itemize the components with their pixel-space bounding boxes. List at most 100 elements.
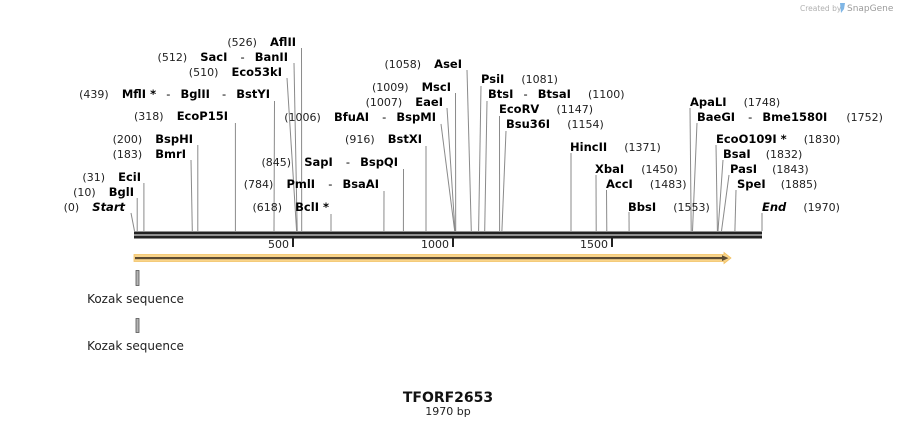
site-position: (1553): [673, 201, 710, 214]
snapgene-watermark: Created by SnapGene: [800, 3, 894, 14]
site-saci-banii[interactable]: (512) SacI - BanII: [158, 46, 288, 65]
site-name: BspMI: [396, 110, 436, 124]
site-ecii[interactable]: (31) EciI: [82, 166, 141, 185]
site-name: SapI: [304, 155, 333, 169]
site-pasi[interactable]: PasI (1843): [730, 158, 809, 177]
site-bsu36i[interactable]: Bsu36I (1154): [506, 113, 604, 132]
site-position: (618): [252, 201, 282, 214]
site-name: ApaLI: [690, 95, 727, 109]
backbone-bottom-strand: [134, 235, 762, 239]
site-end[interactable]: End (1970): [762, 196, 840, 215]
site-position: (1006): [284, 111, 321, 124]
site-name: Start: [92, 200, 125, 214]
ruler: 500 1000 1500: [268, 238, 613, 251]
site-position: (1058): [385, 58, 422, 71]
site-baegi-bme1580i[interactable]: BaeGI - Bme1580I (1752): [697, 106, 883, 125]
site-name: EaeI: [415, 95, 443, 109]
site-apali[interactable]: ApaLI (1748): [690, 91, 780, 110]
site-eco53ki[interactable]: (510) Eco53kI: [189, 61, 282, 80]
site-position: (1147): [556, 103, 593, 116]
site-position: (1830): [804, 133, 841, 146]
site-bcli[interactable]: (618) BclI *: [252, 196, 329, 215]
watermark-brand: SnapGene: [847, 4, 894, 14]
site-msci[interactable]: (1009) MscI: [372, 76, 451, 95]
site-asei[interactable]: (1058) AseI: [385, 53, 463, 72]
site-aflii[interactable]: (526) AflII: [227, 31, 296, 50]
connector-pasi: [721, 174, 730, 232]
site-position: (200): [113, 133, 143, 146]
site-position: (183): [113, 148, 143, 161]
site-name: SpeI: [737, 177, 766, 191]
site-position: (1970): [803, 201, 840, 214]
site-mfli-bglii-bstyi[interactable]: (439) MflI * - BglII - BstYI: [79, 83, 270, 102]
site-position: (1371): [624, 141, 661, 154]
site-xbai[interactable]: XbaI (1450): [595, 158, 678, 177]
site-start[interactable]: (0) Start: [64, 196, 126, 215]
site-name: BstYI: [236, 87, 270, 101]
site-name: BtsaI: [538, 87, 571, 101]
site-name: BmrI: [155, 147, 186, 161]
site-position: (1885): [781, 178, 818, 191]
site-position: (784): [244, 178, 274, 191]
feature-kozak-1[interactable]: Kozak sequence: [87, 270, 184, 307]
connector-eco53ki: [286, 77, 298, 232]
orf-arrow[interactable]: [133, 251, 732, 265]
site-bbsi[interactable]: BbsI (1553): [628, 196, 710, 215]
watermark-prefix: Created by: [800, 4, 842, 13]
site-name: PsiI: [481, 72, 504, 86]
site-name: BbsI: [628, 200, 656, 214]
site-name: Eco53kI: [231, 65, 282, 79]
sequence-title: TFORF2653: [403, 390, 493, 406]
orf-arrow-center-line: [135, 257, 725, 260]
site-btsi-btsai[interactable]: BtsI - BtsaI (1100): [488, 83, 625, 102]
sequence-length: 1970 bp: [425, 405, 470, 418]
connector-btsi: [484, 100, 488, 232]
site-separator: -: [328, 177, 332, 191]
site-name: BfuAI: [334, 110, 369, 124]
connector-bfuai: [440, 123, 456, 232]
site-position: (1483): [650, 178, 687, 191]
site-bmri[interactable]: (183) BmrI: [113, 143, 186, 162]
site-name: EcoO109I *: [716, 132, 787, 146]
site-position: (1748): [744, 96, 781, 109]
feature-kozak-2[interactable]: Kozak sequence: [87, 318, 184, 354]
site-name: BsaI: [723, 147, 751, 161]
site-position: (1154): [567, 118, 604, 131]
site-pmli-bsaai[interactable]: (784) PmlI - BsaAI: [244, 173, 379, 192]
site-acci[interactable]: AccI (1483): [606, 173, 687, 192]
site-separator: -: [748, 110, 752, 124]
site-position: (845): [262, 156, 292, 169]
site-ecorv[interactable]: EcoRV (1147): [499, 98, 593, 117]
site-bgli[interactable]: (10) BglI: [73, 181, 134, 200]
site-hincii[interactable]: HincII (1371): [570, 136, 661, 155]
site-name: BsaAI: [342, 177, 379, 191]
site-position: (1752): [846, 111, 883, 124]
tick-mark: [452, 238, 454, 247]
site-bsai[interactable]: BsaI (1832): [723, 143, 802, 162]
feature-label: Kozak sequence: [87, 339, 184, 353]
site-name: PmlI: [286, 177, 315, 191]
connector-baegi: [692, 122, 698, 232]
site-bsphi[interactable]: (200) BspHI: [113, 128, 193, 147]
site-separator: -: [240, 50, 244, 64]
site-bfuai-bspmi[interactable]: (1006) BfuAI - BspMI: [284, 106, 436, 125]
site-eaei[interactable]: (1007) EaeI: [366, 91, 443, 110]
site-name: HincII: [570, 140, 607, 154]
site-spei[interactable]: SpeI (1885): [737, 173, 817, 192]
site-psii[interactable]: PsiI (1081): [481, 68, 558, 87]
connector-asei: [466, 69, 472, 232]
feature-label: Kozak sequence: [87, 292, 184, 306]
site-name: MscI: [422, 80, 451, 94]
site-bstxi[interactable]: (916) BstXI: [345, 128, 422, 147]
connector-start: [130, 212, 135, 232]
site-separator: -: [382, 110, 386, 124]
site-ecop15i[interactable]: (318) EcoP15I: [134, 105, 228, 124]
feature-marker: [135, 270, 140, 286]
site-name: BglII: [180, 87, 210, 101]
sequence-backbone: [134, 231, 762, 239]
site-sapi-bspqi[interactable]: (845) SapI - BspQI: [262, 151, 399, 170]
site-ecoo109i[interactable]: EcoO109I * (1830): [716, 128, 840, 147]
site-name: AccI: [606, 177, 633, 191]
site-position: (526): [227, 36, 257, 49]
